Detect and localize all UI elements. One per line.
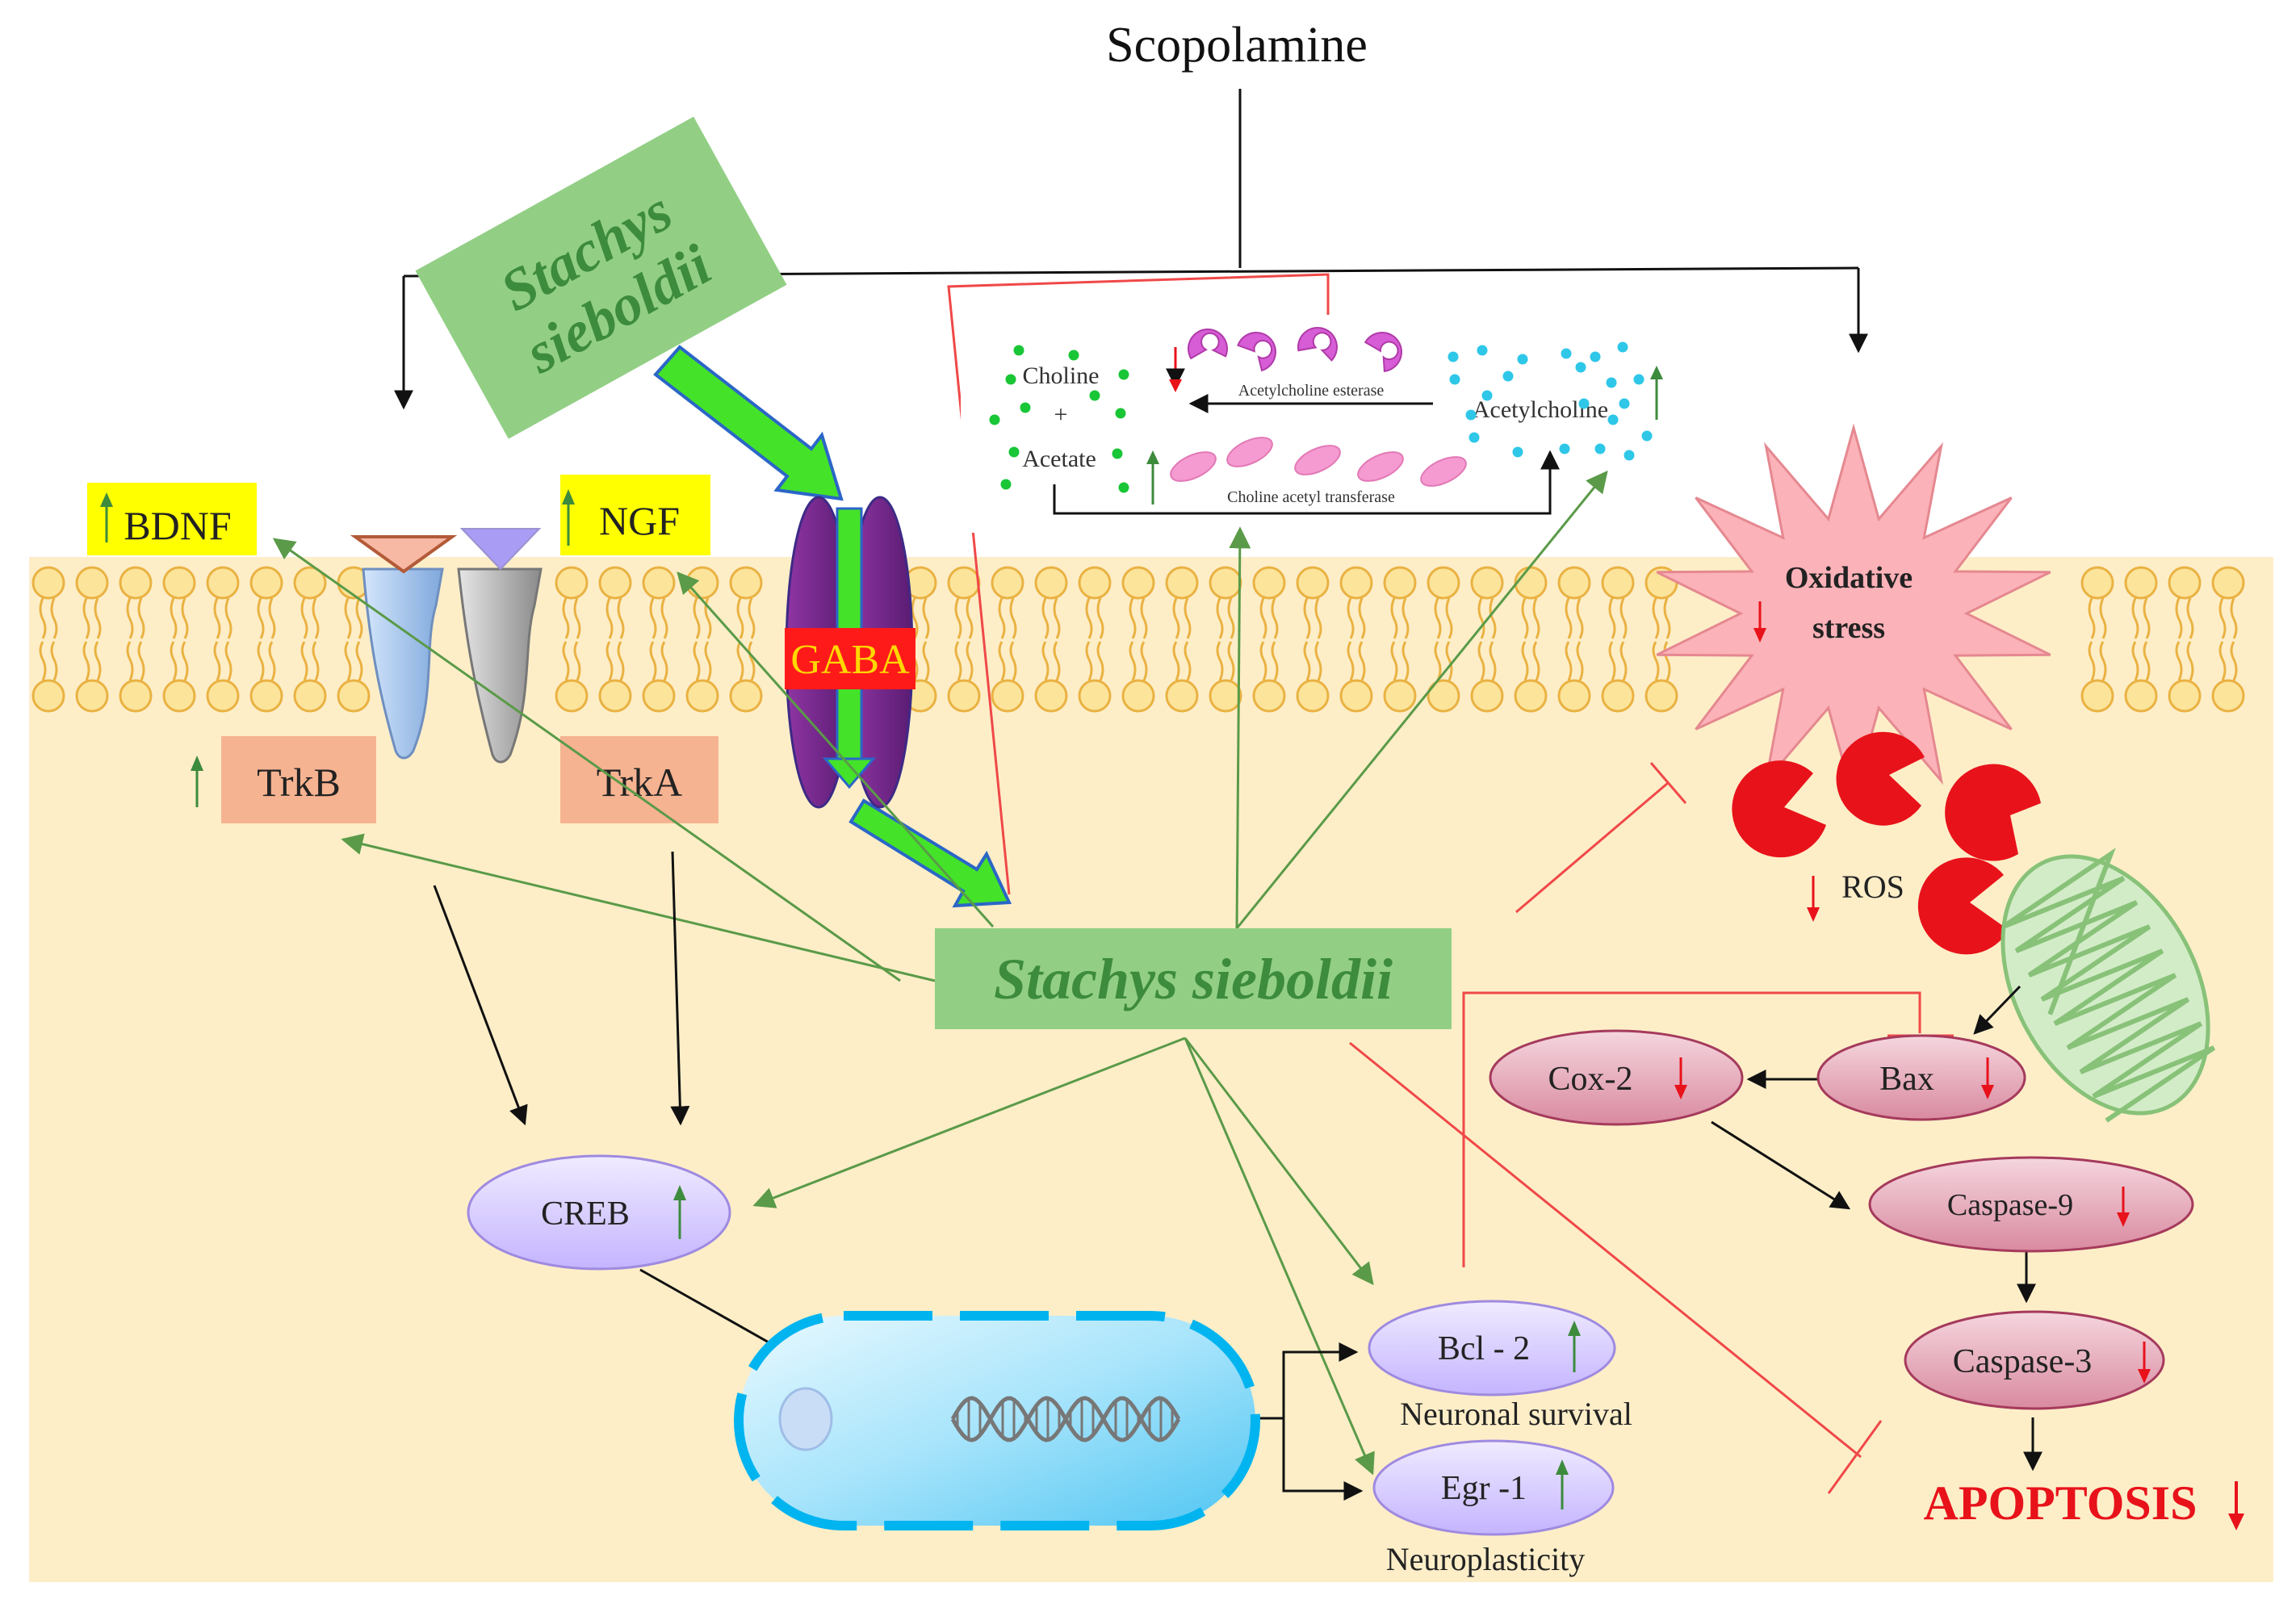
ache-label: Acetylcholine esterase [1238, 382, 1385, 400]
choline-label: Choline [1023, 362, 1100, 389]
acetate-label: Acetate [1022, 446, 1096, 472]
bdnf-label: BDNF [124, 503, 231, 548]
mitochondrion [2001, 848, 2216, 1123]
ros-down-arrow [1807, 876, 1820, 922]
cox2-node: Cox-2 [1489, 1029, 1744, 1126]
egr1-node: Egr -1 [1372, 1439, 1615, 1536]
creb-node: CREB [467, 1154, 731, 1271]
cell-membrane [31, 566, 2245, 713]
ngf-label: NGF [599, 498, 680, 543]
scopolamine-label: Scopolamine [1106, 18, 1368, 73]
trkb-box: TrkB [191, 736, 376, 823]
neuroplasticity-label: Neuroplasticity [1386, 1541, 1586, 1577]
gaba-channel: GABA [785, 496, 915, 809]
bax-node: Bax [1816, 1034, 2026, 1121]
oxidative-line2: stress [1812, 611, 1885, 645]
oxidative-line1: Oxidative [1785, 561, 1913, 595]
ros-molecules [1732, 731, 2041, 955]
ngf-box: NGF [560, 475, 710, 555]
apoptosis-label-group: APOPTOSIS [1924, 1476, 2244, 1530]
dna-icon [950, 1396, 1181, 1442]
caspase3-label: Caspase-3 [1953, 1343, 2093, 1380]
bcl2-label: Bcl - 2 [1438, 1330, 1530, 1367]
trka-box: TrkA [560, 736, 719, 823]
cox2-label: Cox-2 [1548, 1061, 1633, 1098]
stachys-center-label: Stachys sieboldii [994, 947, 1393, 1011]
stachys-box-top: Stachys sieboldii [415, 116, 787, 439]
nucleus [734, 1311, 1260, 1530]
caspase3-node: Caspase-3 [1904, 1310, 2165, 1410]
egr1-label: Egr -1 [1441, 1470, 1527, 1507]
gaba-flow-arrows [653, 345, 1012, 908]
stachys-effect-arrows [272, 470, 1608, 1476]
bcl2-node: Bcl - 2 [1368, 1300, 1616, 1396]
gaba-label: GABA [790, 637, 910, 683]
bax-label: Bax [1879, 1061, 1934, 1098]
bdnf-box: BDNF [87, 483, 257, 555]
caspase9-label: Caspase-9 [1947, 1188, 2073, 1222]
creb-label: CREB [541, 1195, 630, 1233]
stachys-box-center: Stachys sieboldii [935, 928, 1452, 1029]
plus-label: + [1054, 401, 1068, 428]
ros-label: ROS [1841, 869, 1904, 905]
chat-label: Choline acetyl transferase [1227, 488, 1395, 506]
ache-down-arrow-red [1169, 379, 1182, 392]
apoptosis-label: APOPTOSIS [1924, 1476, 2198, 1530]
trkb-label: TrkB [257, 760, 341, 805]
neuronal-survival-label: Neuronal survival [1400, 1396, 1632, 1432]
caspase9-node: Caspase-9 [1868, 1156, 2194, 1253]
ach-up-arrow [1650, 366, 1663, 420]
chat-arrow [1053, 450, 1560, 515]
chat-up-arrow [1146, 450, 1159, 505]
cholinergic-panel: Choline + Acetate Acetylcholine Acetylch… [961, 315, 1695, 533]
